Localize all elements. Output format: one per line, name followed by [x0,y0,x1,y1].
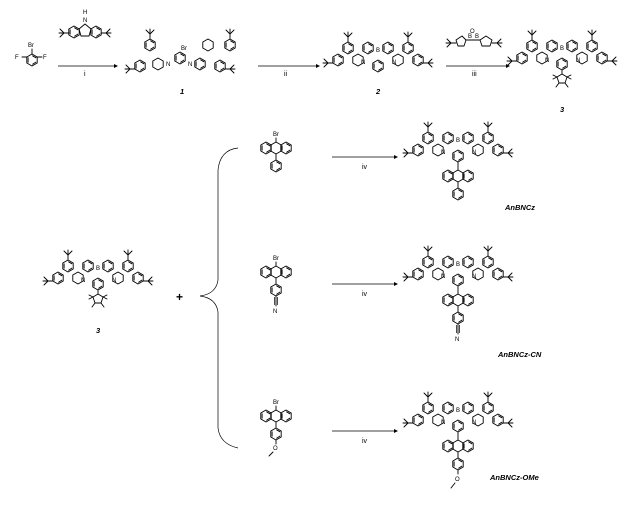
compound-label-1: 1 [180,87,184,96]
label-step-2: ii [284,71,288,78]
arrowhead-step-4a [394,155,398,159]
arrowhead-step-3 [506,64,510,68]
label-step-4a: iv [362,164,368,171]
compound-3-structure-top: N N B [507,30,617,88]
start-material-dibromofluorobenzene: F F Br [15,43,47,67]
atom-n-2a: N [361,60,365,66]
atom-h-reagent: H [83,10,87,16]
atom-n-3a: N [545,58,549,64]
label-step-4c: iv [362,438,368,445]
product-anbncz-cn-structure: N N B N [403,246,513,343]
atom-b-p2: B [456,262,460,268]
atom-o-product: O [455,477,460,483]
atom-n-cn-product: N [455,337,459,343]
atom-n-1b: N [188,62,192,68]
atom-b-b2pin2-b: B [475,34,479,40]
atom-br-r3: Br [273,400,279,406]
plus-sign: + [176,290,183,304]
arrowhead-step-4b [394,282,398,286]
compound-label-anbncz-ome: AnBNCz-OMe [489,473,539,482]
compound-label-anbncz: AnBNCz [504,203,535,212]
compound-label-2: 2 [375,87,381,96]
reagent-bromo-phenylanthracene: Br [261,132,291,173]
atom-b-p1: B [456,138,460,144]
brace [199,147,239,449]
atom-n-3b: N [576,58,580,64]
compound-label-3-left: 3 [96,326,101,335]
compound-label-anbncz-cn: AnBNCz-CN [497,350,542,359]
compound-label-3-top: 3 [560,105,565,114]
compound-3-structure-left: N N B [43,250,153,308]
atom-n-2b: N [392,60,396,66]
label-step-1: i [84,71,86,78]
atom-n-p2a: N [441,274,445,280]
atom-n-cn-reagent: N [273,309,277,315]
atom-o-b2pin2: O [470,29,475,35]
atom-br-start: Br [28,43,34,49]
arrowhead-step-2 [316,64,320,68]
atom-o-reagent: O [273,446,278,452]
atom-b-2: B [376,48,380,54]
product-anbncz-ome-structure: N N B O [403,392,513,489]
atom-n-p1a: N [441,150,445,156]
compound-1-structure: N N Br [124,28,236,74]
atom-br-r2: Br [273,256,279,262]
atom-n-reagent: N [83,18,87,24]
reagent-bromo-methoxyphenylanthracene: Br O [261,400,291,457]
atom-br-r1: Br [273,132,279,138]
reagent-bromo-cyanophenylanthracene: Br N [261,256,291,315]
arrowhead-step-4c [394,429,398,433]
reagent-b2pin2: B B O [445,29,503,48]
arrowhead-step-1 [114,64,118,68]
atom-n-3d: N [112,278,116,284]
product-anbncz-structure: N N B [403,122,513,201]
atom-b-3c: B [96,266,100,272]
label-step-3: iii [472,71,477,78]
atom-f-left: F [15,55,19,61]
atom-b-3: B [560,46,564,52]
reagent-tbu-carbazole: N H [58,10,112,39]
atom-b-b2pin2-a: B [468,34,472,40]
atom-f-right: F [43,55,47,61]
atom-n-p2b: N [472,274,476,280]
atom-n-p3a: N [441,420,445,426]
atom-n-p3b: N [472,420,476,426]
compound-2-structure: N N B [323,32,433,72]
atom-n-1a: N [166,62,170,68]
atom-br-1: Br [181,46,187,52]
label-step-4b: iv [362,291,368,298]
atom-n-p1b: N [472,150,476,156]
atom-n-3c: N [81,278,85,284]
atom-b-p3: B [456,408,460,414]
